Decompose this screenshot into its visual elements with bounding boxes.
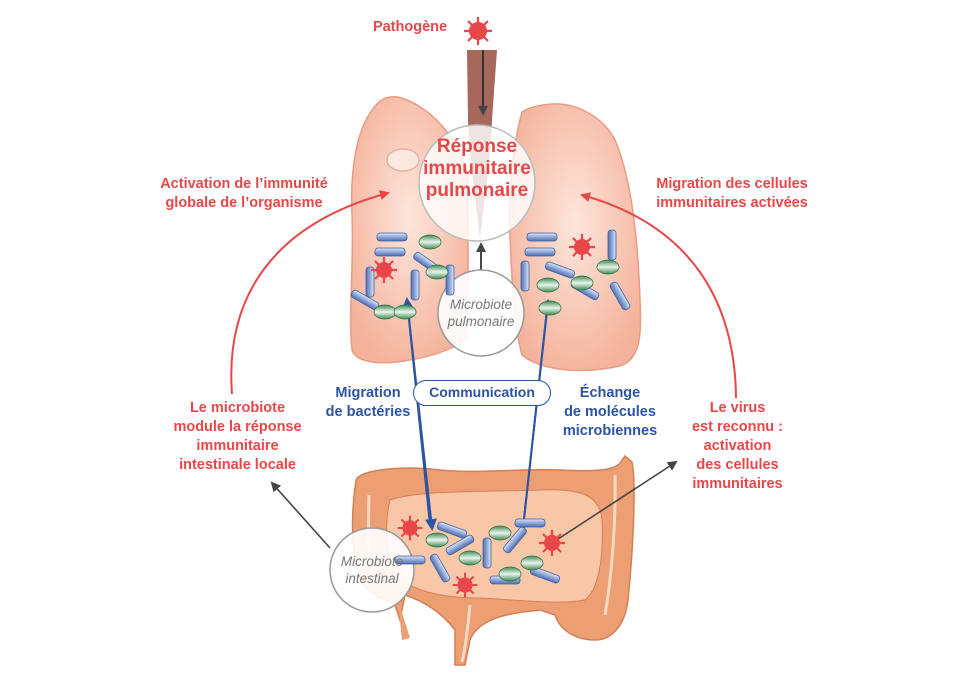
bacterium-oval [425, 532, 449, 548]
bacterium-rod [482, 537, 492, 569]
bacterium-oval [425, 264, 449, 280]
gut-microbiota-label: Microbiote intestinal [340, 554, 404, 586]
virus-icon [569, 234, 595, 260]
gut-microbiota-circle [329, 527, 415, 613]
bacterium-rod [394, 555, 426, 565]
lung-microbiota-label: Microbiote pulmonaire [447, 297, 515, 329]
bacterium-oval [536, 277, 560, 293]
intestine-inner [386, 489, 603, 603]
bacterium-rod [544, 261, 576, 279]
bacterium-oval [393, 304, 417, 320]
pathogen-icon [464, 17, 492, 45]
bacterium-rod [607, 229, 617, 261]
left-arc-arrow [230, 190, 390, 395]
virus-icon [371, 257, 397, 283]
bacterium-oval [488, 525, 512, 541]
bacterium-rod [609, 281, 631, 311]
pulmonary-response-circle [418, 124, 536, 242]
pulmonary-response-label: Réponse immunitaire pulmonaire [423, 136, 531, 201]
lung-microbiota-circle [437, 269, 525, 357]
bacteria-migration-label: Migration de bactéries [325, 385, 411, 420]
bacterium-oval [458, 550, 482, 566]
bacterium-rod [410, 269, 420, 301]
bacterium-rod [429, 553, 451, 583]
bacterium-oval [498, 566, 522, 582]
pathogen-label: Pathogène [372, 19, 448, 35]
bacterium-rod [526, 232, 558, 242]
global-activation-label: Activation de l’immunité globale de l’or… [160, 176, 328, 211]
virus-icon [452, 572, 478, 598]
bacterium-rod [374, 247, 406, 257]
bacterium-rod [524, 247, 556, 257]
virus-icon [397, 515, 423, 541]
bacterium-oval [373, 304, 397, 320]
cell-migration-label: Migration des cellules immunitaires acti… [656, 176, 808, 211]
communication-badge: Communication [413, 380, 551, 406]
virus-icon [539, 530, 565, 556]
bacterium-oval [418, 234, 442, 250]
bacterium-rod [514, 518, 546, 528]
bacterium-rod [376, 232, 408, 242]
molecule-exchange-label: Échange de molécules microbiennes [562, 385, 658, 439]
bacterium-rod [365, 266, 375, 298]
bacterium-oval [596, 259, 620, 275]
right-arc-arrow [580, 192, 737, 399]
bacterium-rod [445, 534, 475, 556]
bacterium-oval [570, 275, 594, 291]
virus-recognized-label: Le virus est reconnu : activation des ce… [691, 400, 784, 492]
bacterium-oval [538, 300, 562, 316]
bacterium-rod [520, 260, 530, 292]
bacterium-rod [503, 526, 527, 554]
bacterium-rod [436, 521, 468, 539]
microbiota-modulates-label: Le microbiote module la réponse immunita… [173, 400, 302, 473]
bacterium-oval [520, 555, 544, 571]
